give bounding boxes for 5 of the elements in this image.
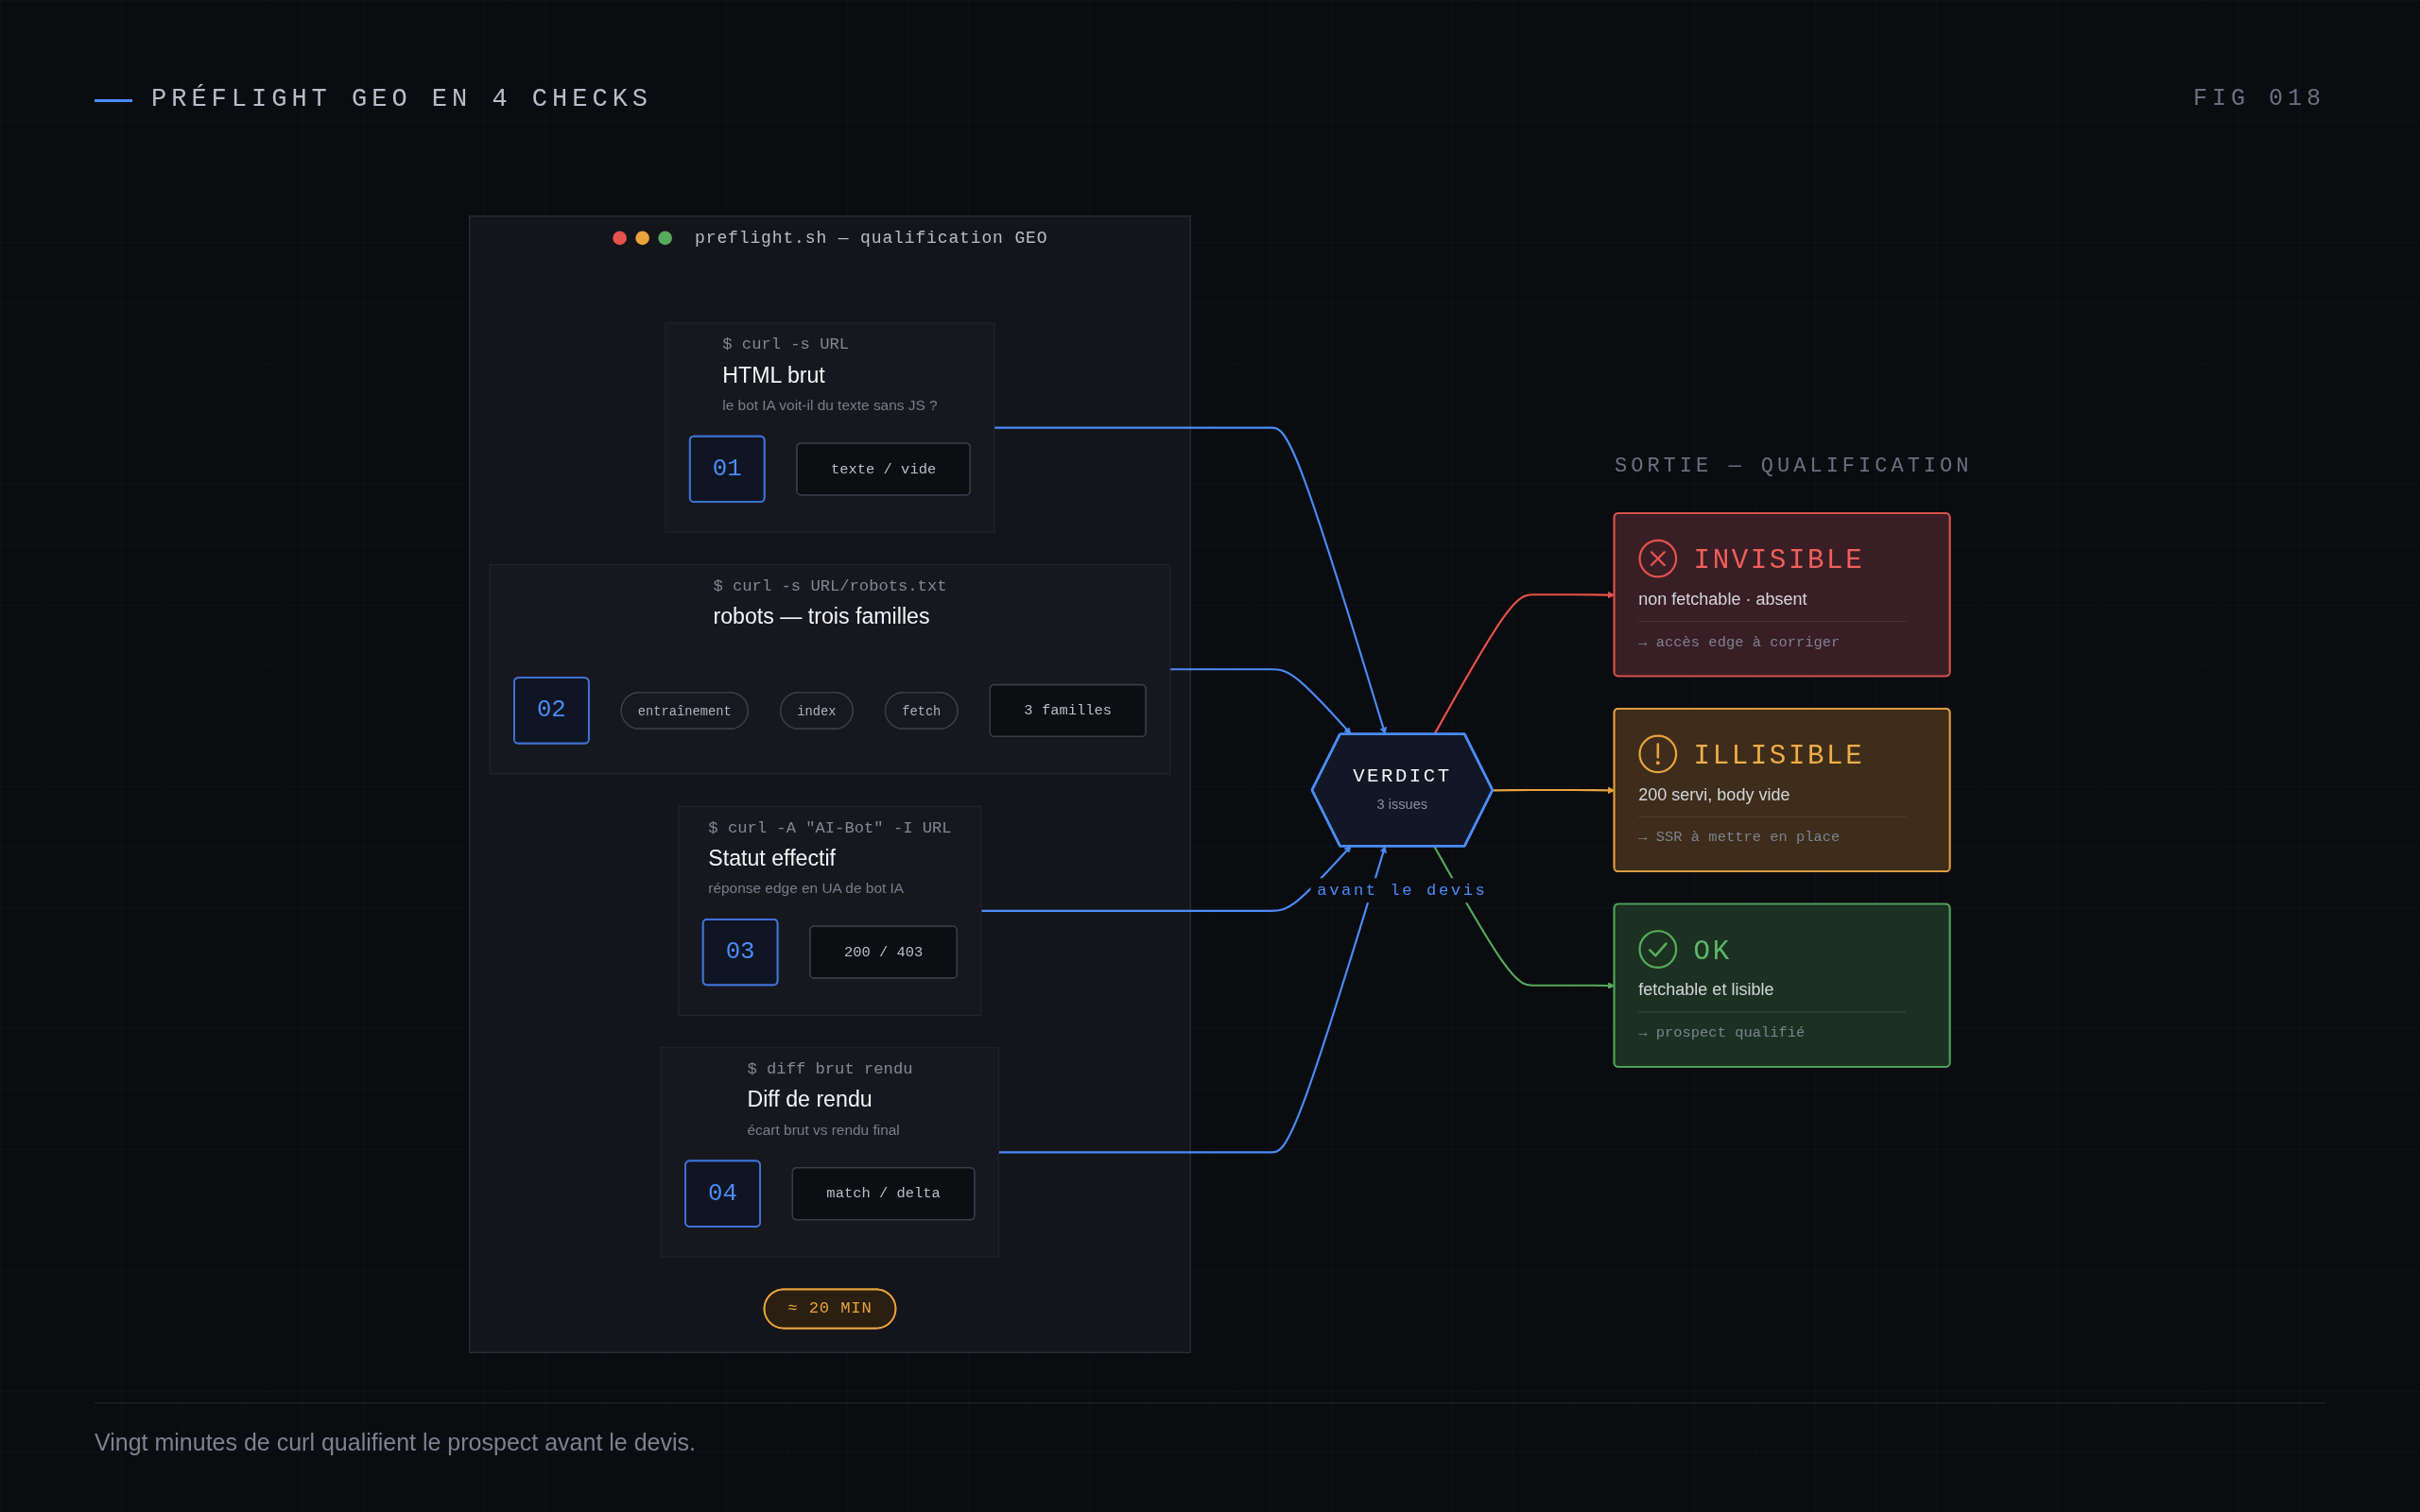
section-heading: SORTIE — QUALIFICATION — [1615, 455, 1973, 478]
caption: Vingt minutes de curl qualifient le prospect avant le devis. — [95, 1429, 696, 1456]
title: PRÉFLIGHT GEO EN 4 CHECKS — [151, 85, 653, 113]
figure-number: FIG 018 — [2192, 85, 2325, 112]
node-note: avant le devis — [1317, 881, 1488, 900]
